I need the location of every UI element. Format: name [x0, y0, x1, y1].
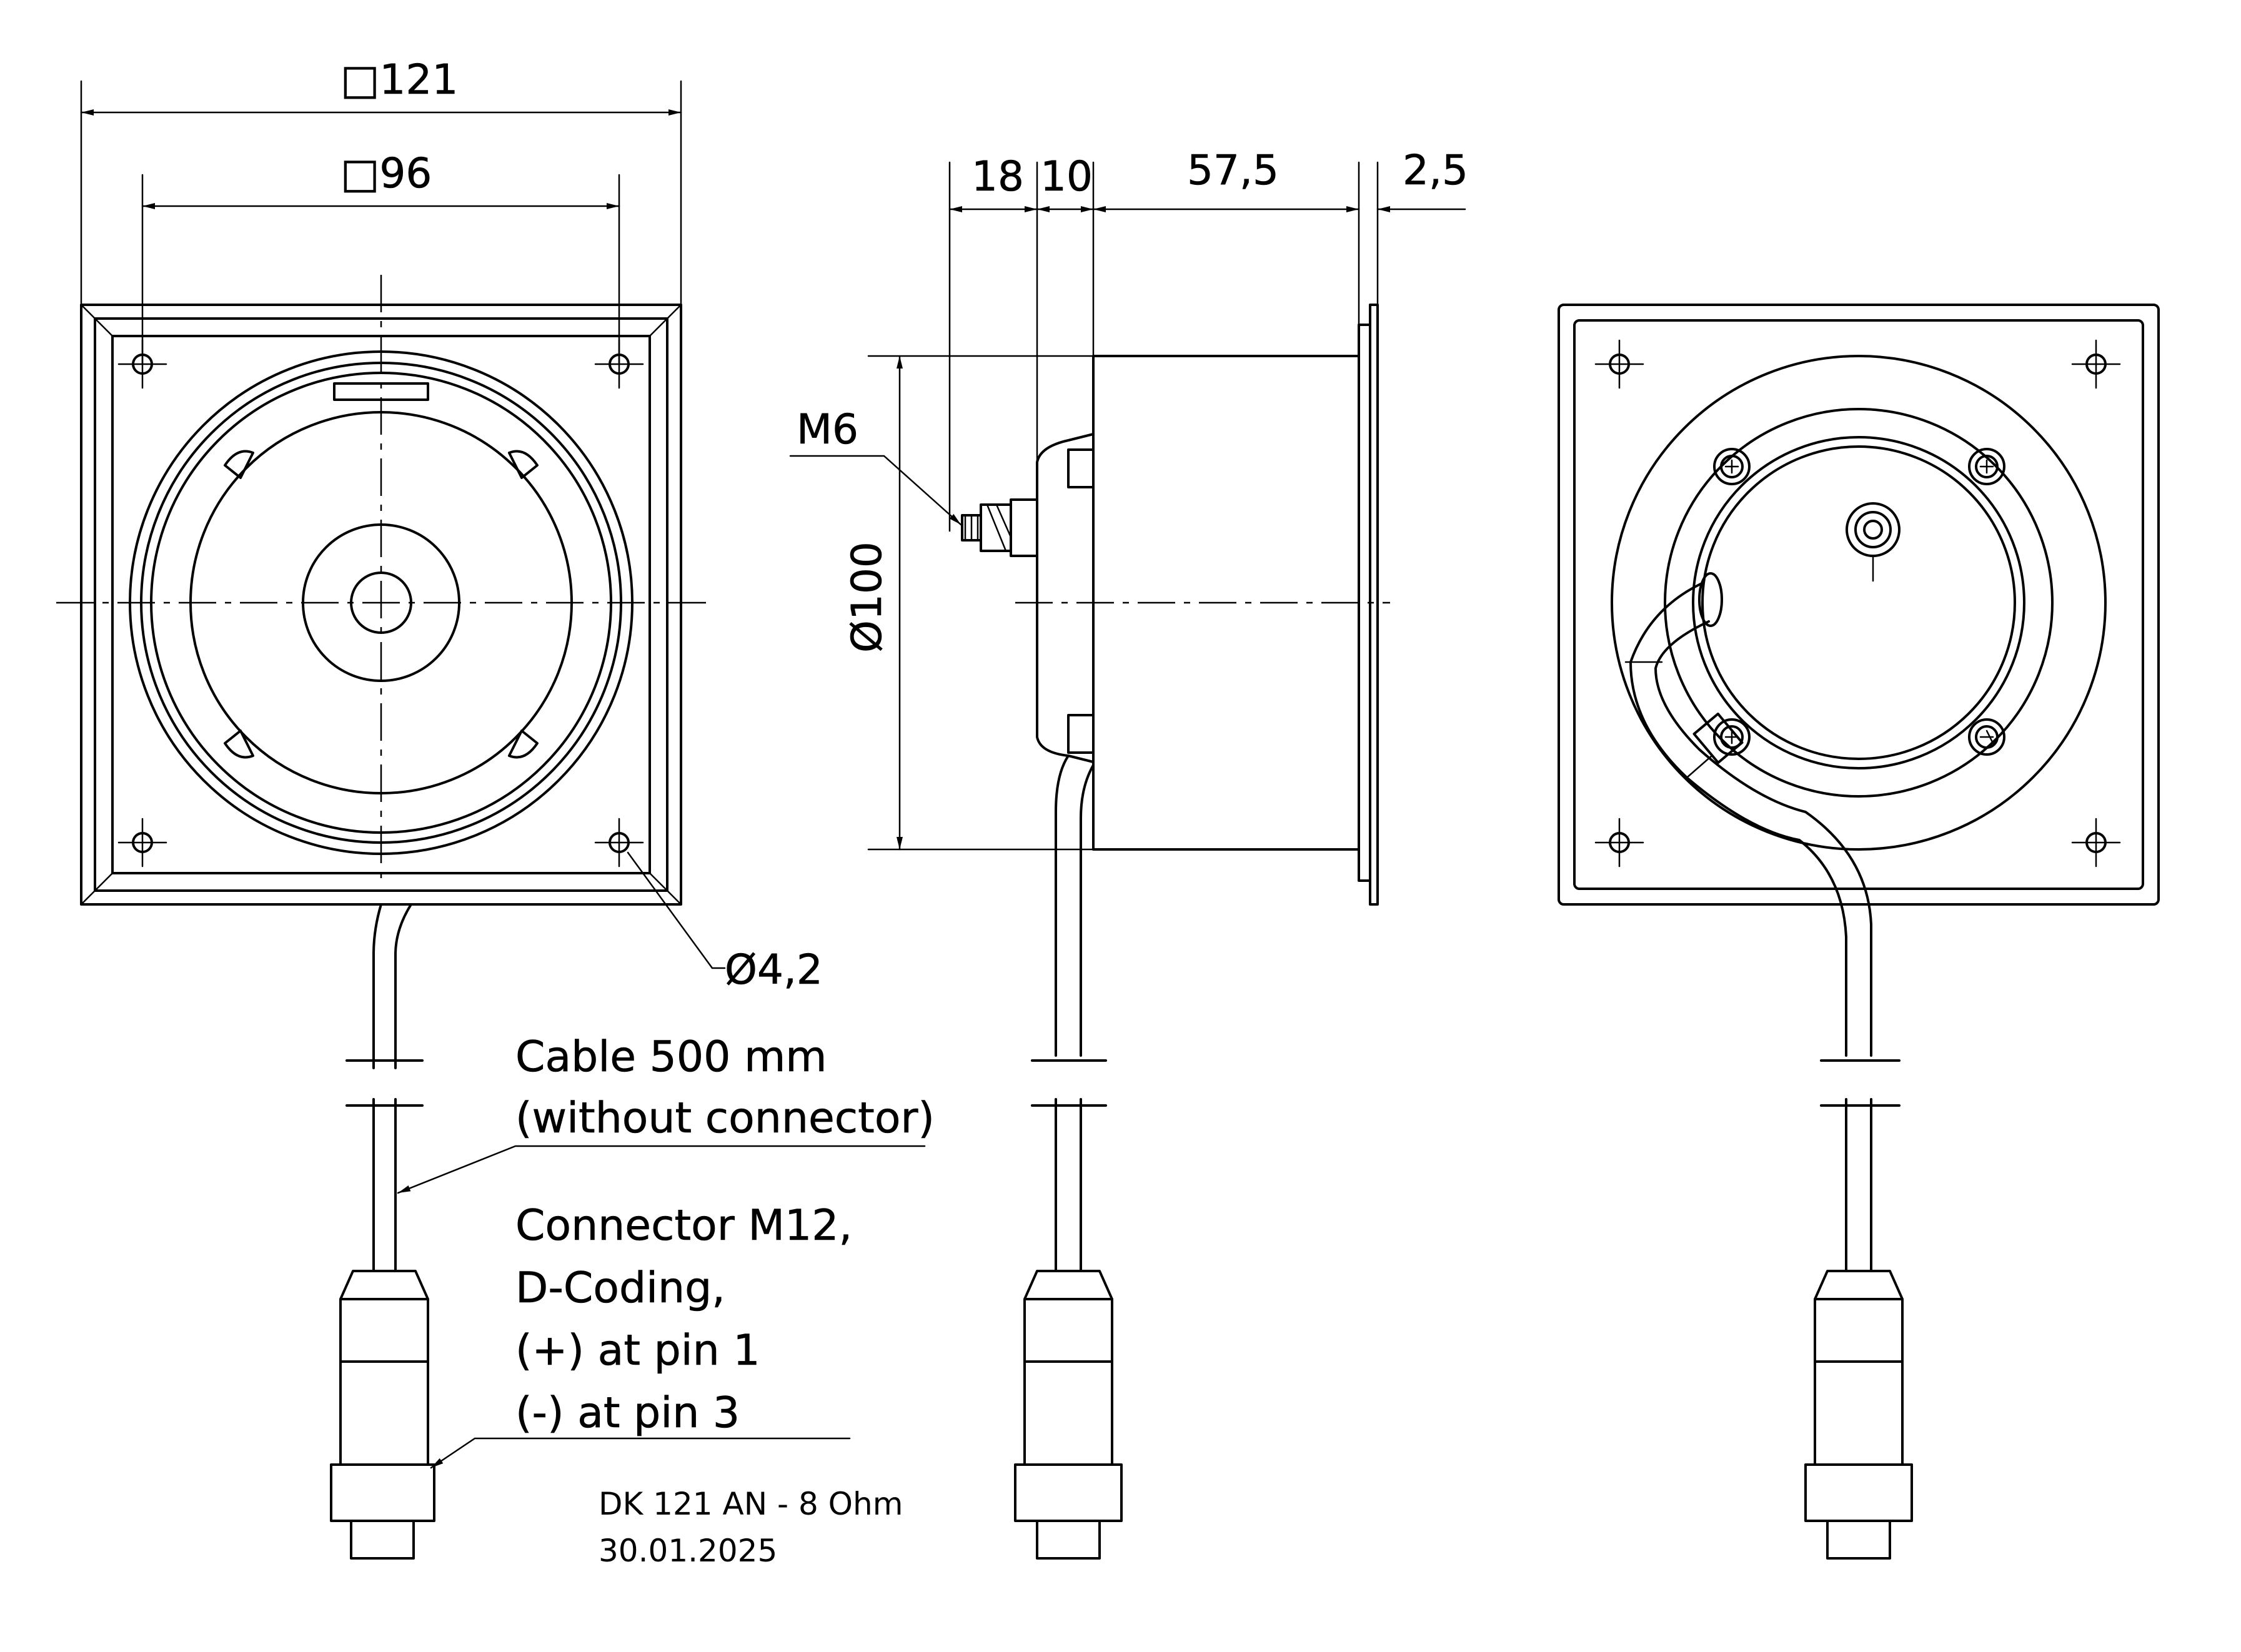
- rear-view: [1558, 304, 2160, 1560]
- dim-diameter-100: Ø100: [843, 542, 891, 653]
- connector-note-line1: Connector M12,: [515, 1201, 852, 1250]
- dim-outer-square: □121: [340, 56, 458, 104]
- front-plate-bevel: [94, 317, 668, 892]
- title-date: 30.01.2025: [599, 1533, 777, 1569]
- dim-depth-18: 18: [971, 152, 1024, 200]
- rear-plate-outer: [1558, 304, 2160, 906]
- dim-depth-10: 10: [1040, 152, 1093, 200]
- front-cable: [345, 903, 424, 1272]
- dim-hole-diameter: Ø4,2: [725, 946, 823, 994]
- side-connector: [1014, 1270, 1123, 1560]
- connector-note-line3: (+) at pin 1: [515, 1326, 760, 1375]
- title-model: DK 121 AN - 8 Ohm: [599, 1486, 903, 1522]
- connector-note-line2: D-Coding,: [515, 1264, 725, 1313]
- connector-note-line4: (-) at pin 3: [515, 1388, 740, 1438]
- front-connector: [330, 1270, 435, 1560]
- dim-depth-57-5: 57,5: [1187, 146, 1279, 194]
- rear-plate-inner: [1573, 319, 2144, 890]
- side-terminal: [961, 498, 1038, 557]
- rear-connector: [1804, 1270, 1913, 1560]
- cable-note-line2: (without connector): [515, 1094, 935, 1143]
- cable-note-line1: Cable 500 mm: [515, 1032, 827, 1082]
- side-view: 18 10 57,5 2,5 Ø100 M6: [789, 146, 1468, 1560]
- dim-thread-m6: M6: [797, 405, 858, 453]
- dim-inner-square: □96: [340, 149, 432, 197]
- rear-screws: [1713, 448, 2005, 756]
- rear-mounting-holes: [1594, 339, 2121, 868]
- dim-depth-2-5: 2,5: [1403, 146, 1468, 194]
- front-view: □121 □96 Ø4,2 Cable 500 mm (without conn…: [56, 56, 935, 1569]
- rear-cable: [1624, 572, 1901, 1272]
- side-cable: [1031, 754, 1107, 1272]
